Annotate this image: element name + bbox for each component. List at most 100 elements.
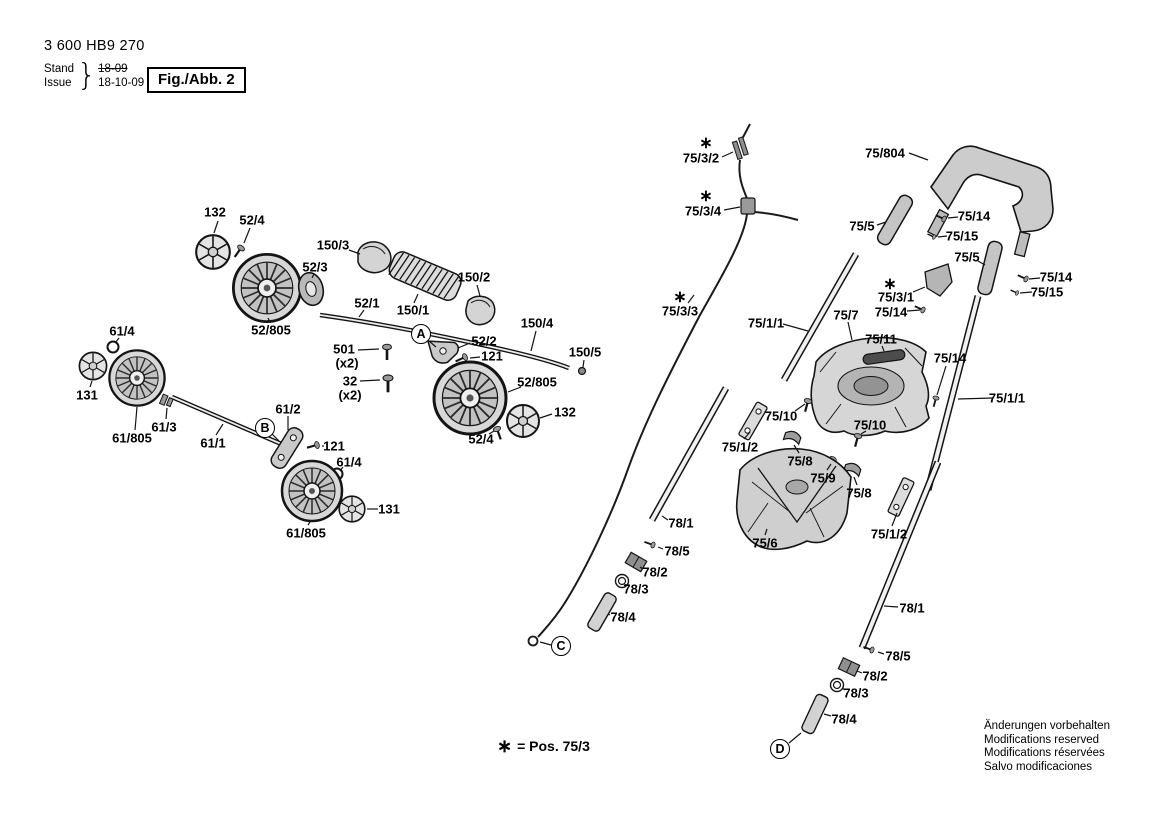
part-callout-75-3-1: 75/3/1	[877, 289, 915, 305]
plate-75-1-2-right	[887, 477, 915, 517]
part-callout-78-1: 78/1	[668, 515, 694, 531]
leader-line	[877, 651, 885, 655]
leader-line	[721, 151, 734, 158]
part-callout-150-1: 150/1	[396, 302, 430, 318]
part-callout-75-5: 75/5	[954, 249, 980, 265]
part-callout-61-805: 61/805	[112, 430, 152, 446]
axle-rod-61-1	[171, 394, 294, 452]
rod-end-150-5	[577, 366, 587, 376]
part-callout-75-1-2: 75/1/2	[721, 439, 759, 455]
leader-line	[488, 430, 495, 435]
ref-marker-c: C	[551, 636, 571, 656]
part-callout-32: 32	[342, 373, 358, 389]
stand-value: 18-09	[98, 63, 128, 75]
grip-75-5-left	[876, 194, 914, 246]
part-callout-61-805: 61/805	[286, 525, 326, 541]
figure-label: Fig./Abb. 2	[147, 67, 246, 93]
part-callout-78-3: 78/3	[843, 685, 869, 701]
ref-marker-a: A	[411, 324, 431, 344]
part-callout-75-3-4: 75/3/4	[684, 203, 722, 219]
part-callout-75-6: 75/6	[752, 535, 778, 551]
leader-line	[957, 397, 994, 400]
part-callout-75-14: 75/14	[1039, 269, 1073, 285]
issue-label: Issue	[44, 77, 72, 89]
leader-line	[1028, 277, 1041, 280]
leader-line	[358, 309, 365, 318]
leader-line	[134, 406, 138, 431]
leader-line	[788, 732, 802, 744]
ref-marker-b: B	[255, 418, 275, 438]
leader-line	[977, 260, 986, 266]
leader-line	[507, 386, 522, 393]
leader-line	[687, 294, 695, 304]
tube-end-78-4-left	[587, 592, 617, 632]
part-callout-75-10: 75/10	[853, 417, 887, 433]
part-callout-75-14: 75/14	[874, 304, 908, 320]
part-callout-52-3: 52/3	[302, 259, 328, 275]
handle-stub-right	[1013, 231, 1031, 258]
leader-line	[428, 340, 437, 348]
asterisk-marker: ∗	[699, 135, 713, 152]
leader-line	[841, 687, 846, 691]
asterisk-marker: ∗	[883, 276, 897, 293]
leader-line	[469, 356, 481, 359]
ref-marker-d: D	[770, 739, 790, 759]
part-callout-78-2: 78/2	[642, 564, 668, 580]
leader-line	[908, 152, 929, 161]
leader-line	[823, 713, 832, 717]
part-callout-61-3: 61/3	[151, 419, 177, 435]
leader-line	[476, 284, 481, 297]
part-callout-75-1-1: 75/1/1	[747, 315, 785, 331]
leader-line	[213, 220, 219, 234]
cap-150-3	[357, 241, 392, 274]
part-callout-78-4: 78/4	[610, 609, 636, 625]
leader-line	[657, 546, 664, 550]
part-callout-132: 132	[554, 404, 576, 420]
asterisk-symbol: ∗	[497, 736, 513, 756]
leader-line	[457, 342, 471, 349]
footnote: ∗ = Pos. 75/3	[497, 736, 590, 756]
leader-line	[764, 528, 768, 536]
leader-lines	[89, 151, 1041, 744]
disclaimer-line: Salvo modificaciones	[984, 760, 1093, 773]
leader-line	[936, 365, 947, 396]
tube-end-78-4-right	[801, 693, 829, 735]
leader-line	[165, 407, 168, 420]
clamp-75-8-b	[842, 462, 862, 478]
leader-line	[348, 249, 361, 255]
leader-line	[243, 227, 251, 244]
cap-150-2	[465, 295, 496, 326]
clip-61-3	[158, 393, 174, 408]
part-callout-61-4: 61/4	[336, 454, 362, 470]
disclaimer-line: Änderungen vorbehalten	[984, 720, 1110, 732]
part-callout--x2-: (x2)	[338, 387, 362, 403]
leader-line	[639, 566, 644, 570]
part-callout-78-2: 78/2	[862, 668, 888, 684]
part-callout-150-3: 150/3	[316, 237, 350, 253]
part-callout-132: 132	[204, 204, 226, 220]
part-callout-52-805: 52/805	[517, 374, 557, 390]
ring-78-3-right	[829, 677, 845, 693]
part-callout-75-8: 75/8	[787, 453, 813, 469]
asterisk-marker: ∗	[699, 188, 713, 205]
part-number: 3 600 HB9 270	[44, 38, 145, 54]
part-callout-52-805: 52/805	[251, 322, 291, 338]
revision-brace: }	[77, 58, 97, 93]
tube-75-1-1-left	[780, 252, 860, 382]
leader-line	[530, 330, 537, 352]
tube-78-1-left	[648, 386, 730, 522]
leader-line	[947, 216, 959, 219]
leader-line	[937, 235, 948, 238]
footnote-text: = Pos. 75/3	[517, 738, 590, 754]
leader-line	[413, 293, 419, 304]
plate-75-1-2-left	[738, 401, 768, 441]
part-callout-75-10: 75/10	[764, 408, 798, 424]
leader-line	[883, 605, 899, 608]
leader-line	[607, 613, 611, 616]
cable-fitting-75-3-4	[740, 197, 756, 215]
leader-line	[912, 286, 926, 293]
part-callout-150-5: 150/5	[568, 344, 602, 360]
